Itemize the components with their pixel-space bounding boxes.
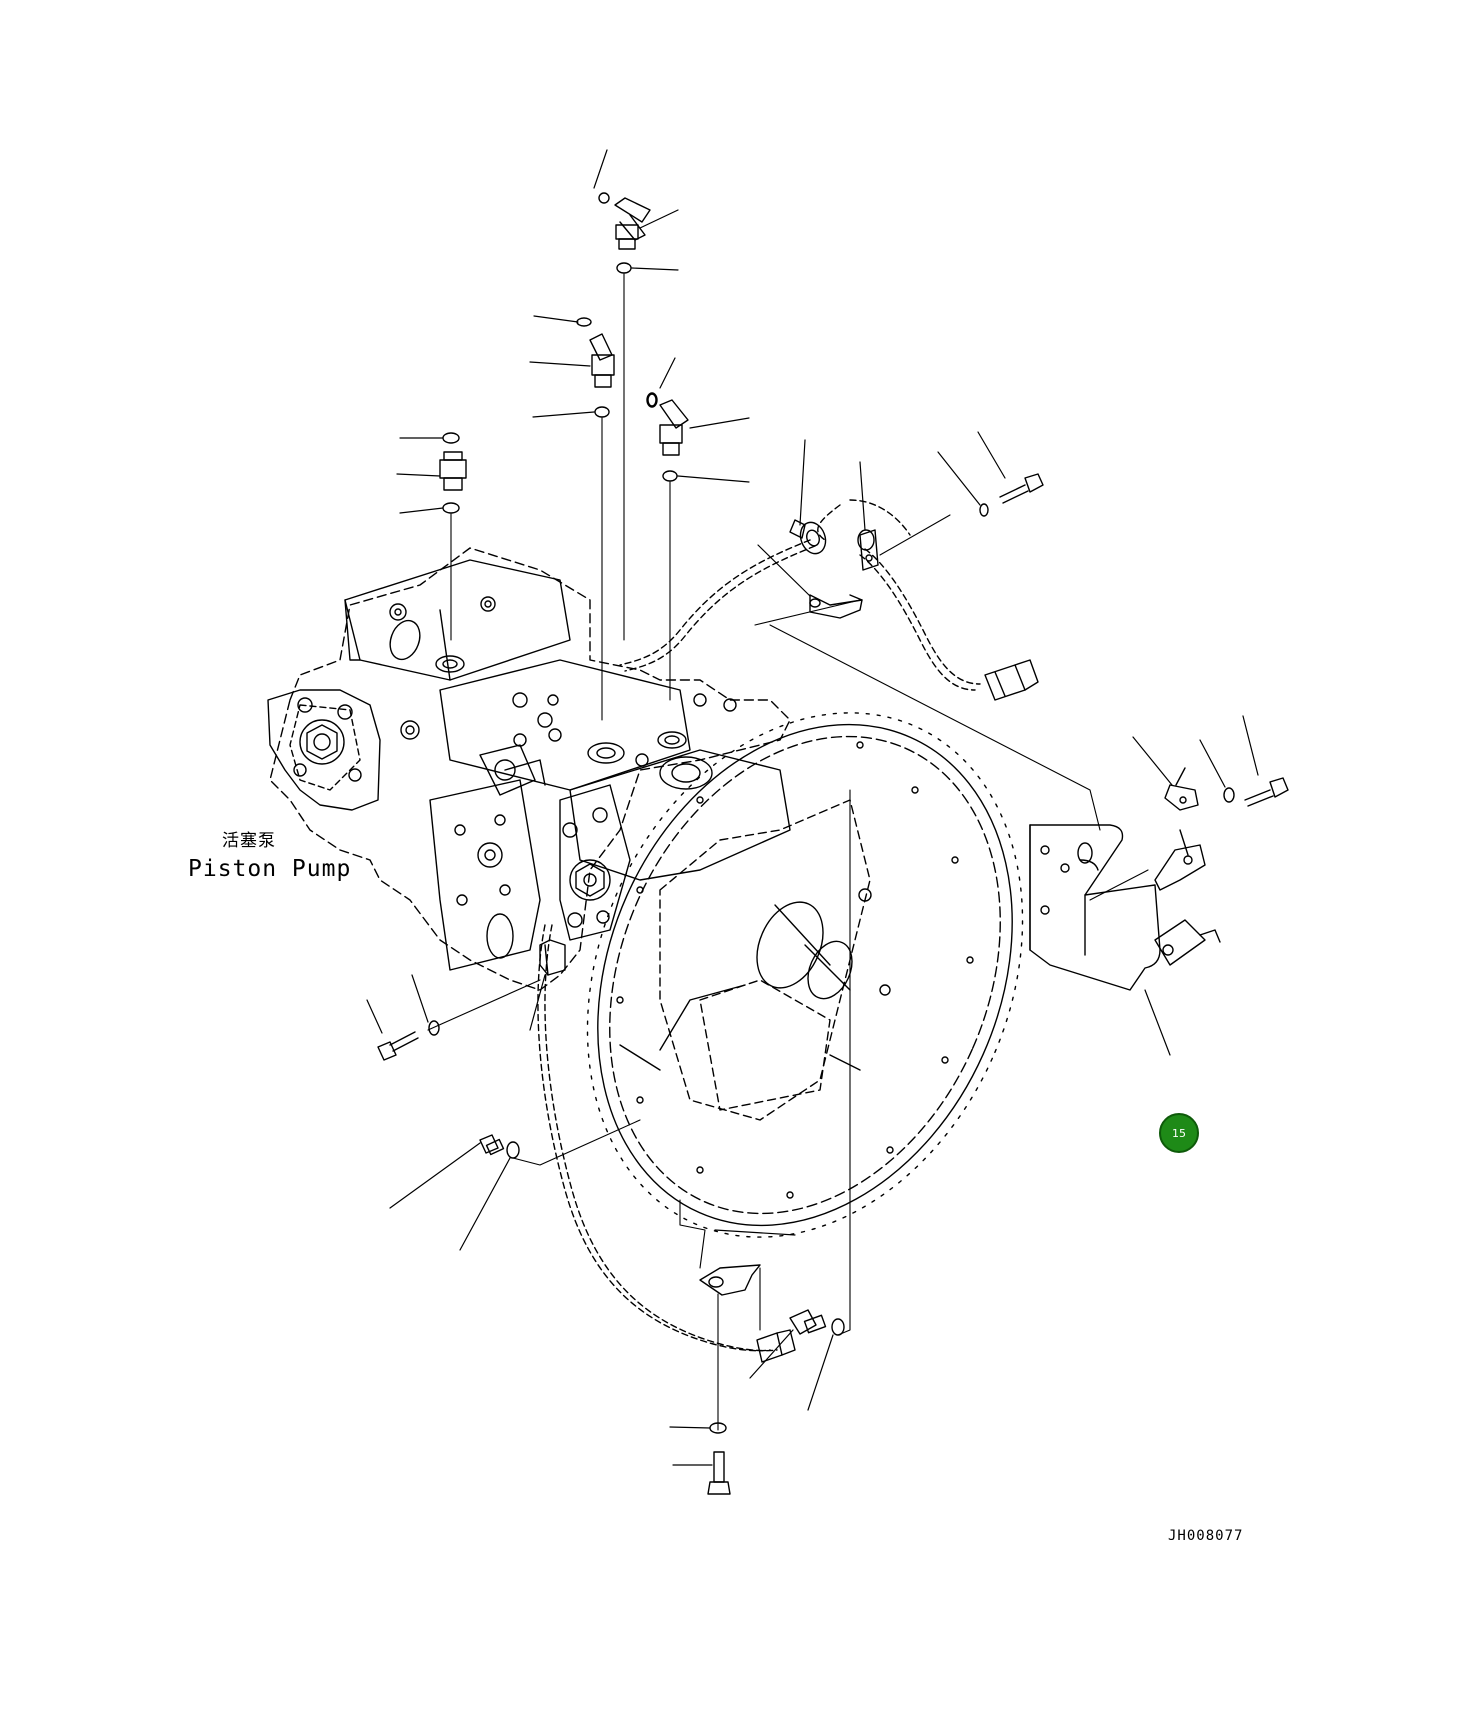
part-callout-15[interactable]: 15 xyxy=(1159,1113,1199,1153)
bolt-bracket-right xyxy=(1245,778,1288,806)
o-rings xyxy=(429,263,1234,1433)
drawing-number: JH008077 xyxy=(1168,1528,1244,1544)
sensor-harness xyxy=(538,500,980,1351)
straight-fitting-left xyxy=(440,452,466,490)
harness-connector-lower xyxy=(757,1330,795,1362)
elbow-fitting-mid xyxy=(577,318,614,387)
leader-lines xyxy=(367,150,1258,1465)
mounting-bracket xyxy=(1030,825,1220,990)
harness-clamp-b xyxy=(858,530,878,570)
elbow-fitting-right xyxy=(647,393,688,455)
pump-body xyxy=(268,548,1103,1307)
harness-grommet xyxy=(790,519,830,557)
harness-clamp-e xyxy=(700,1265,760,1295)
bolt-bottom xyxy=(708,1452,730,1494)
plug-bottom xyxy=(790,1310,826,1334)
harness-clamp-a xyxy=(810,595,862,618)
plug-left xyxy=(480,1135,503,1154)
elbow-fitting-top xyxy=(599,193,650,249)
bolt-top-right xyxy=(1000,474,1043,503)
harness-connector-upper xyxy=(985,660,1038,700)
bolt-left xyxy=(378,1032,418,1060)
harness-clamp-d xyxy=(540,940,565,975)
pump-label-chinese: 活塞泵 xyxy=(222,831,276,851)
pump-label-english: Piston Pump xyxy=(188,856,352,882)
harness-clamp-c xyxy=(1165,768,1198,810)
